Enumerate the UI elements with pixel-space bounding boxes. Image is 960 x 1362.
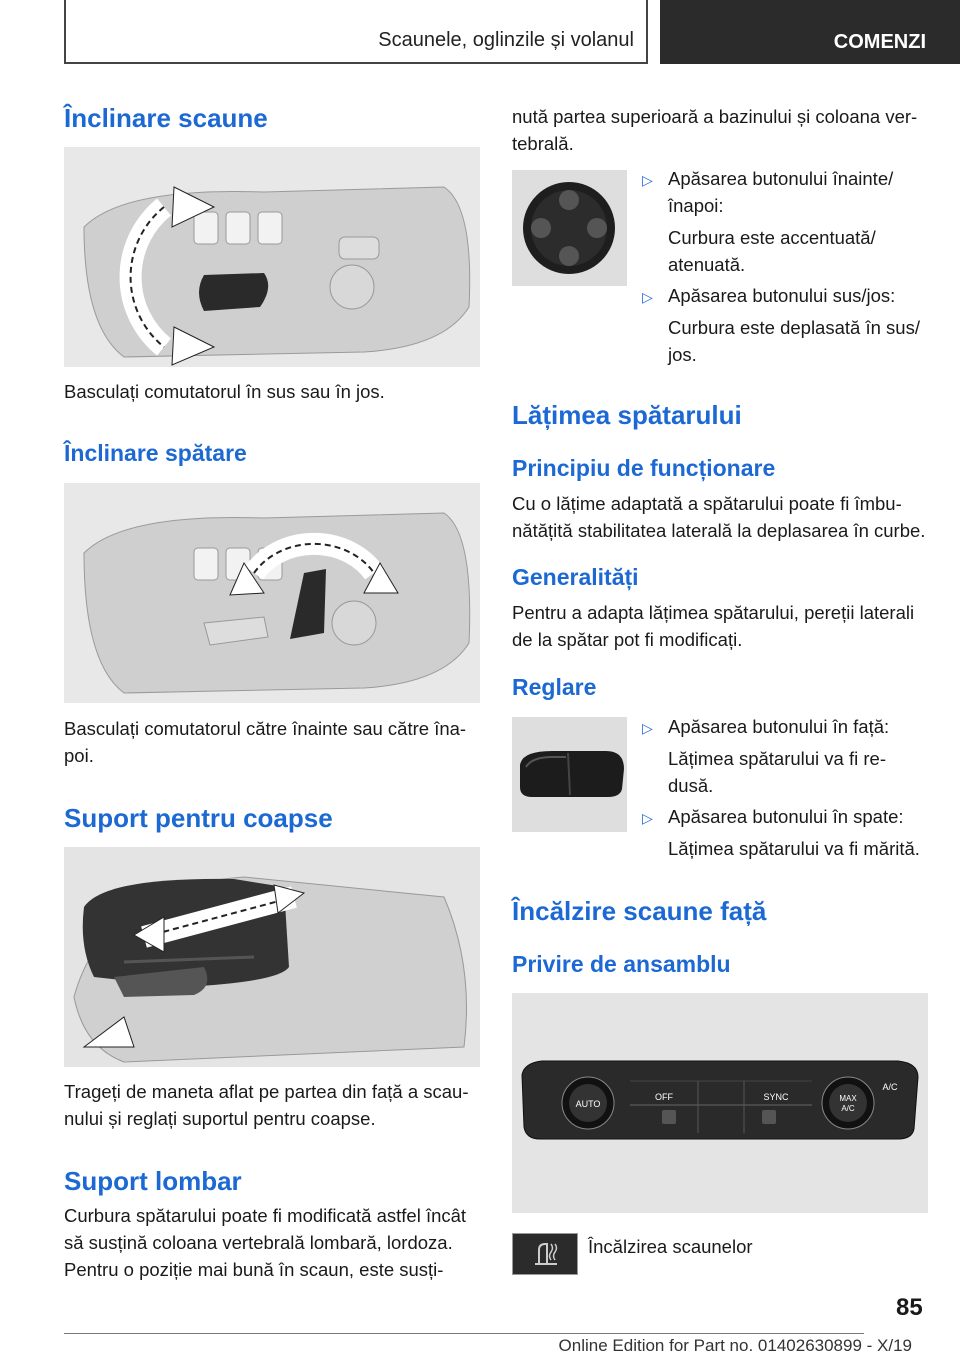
text-generalitati-2: de la spătar pot fi modificați. (512, 629, 743, 650)
list-bullet-icon: ▷ (642, 172, 653, 188)
chapter-title: Scaunele, oglinzile și volanul (378, 29, 634, 51)
reglare-item-1-line-1: Apăsarea butonului în față: (668, 716, 890, 737)
lombar-item-2-line-1: Apăsarea butonului sus/jos: (668, 285, 896, 306)
text-principiu-1: Cu o lățime adaptată a spătarului poate … (512, 493, 902, 514)
page-number: 85 (896, 1294, 923, 1321)
text-incalzirea-scaunelor: Încălzirea scaunelor (588, 1236, 753, 1257)
list-bullet-icon: ▷ (642, 289, 653, 305)
heading-suport-coapse: Suport pentru coapse (64, 803, 333, 833)
lombar-item-1-line-1: Apăsarea butonului înainte/ (668, 168, 894, 189)
text-cont-2: tebrală. (512, 133, 574, 154)
thigh-support-image (64, 847, 480, 1067)
heading-inclinare-scaune: Înclinare scaune (64, 103, 268, 133)
climate-panel-image: AUTO MAX A/C OFF SYNC A/C (512, 993, 928, 1213)
text-generalitati-1: Pentru a adapta lățimea spătarului, pere… (512, 602, 915, 623)
heading-inclinare-spatare: Înclinare spătare (64, 440, 247, 466)
heading-principiu: Principiu de funcționare (512, 455, 776, 481)
backrest-width-button-image (512, 717, 627, 832)
text-lombar-2: să susțină coloana vertebrală lombară, l… (64, 1232, 453, 1253)
heading-suport-lombar: Suport lombar (64, 1166, 242, 1196)
chapter-tab-label: COMENZI (833, 31, 926, 53)
text-lombar-3: Pentru o poziție mai bună în scaun, este… (64, 1259, 444, 1280)
reglare-item-1-desc-2: dusă. (668, 775, 714, 796)
panel-off-label: OFF (655, 1092, 673, 1102)
text-lombar-1: Curbura spătarului poate fi modificată a… (64, 1205, 467, 1226)
backrest-tilt-image (64, 483, 480, 703)
lombar-item-1-desc-1: Curbura este accentuată/ (668, 227, 876, 248)
reglare-item-1-desc-1: Lățimea spătarului va fi re- (668, 748, 886, 769)
heading-generalitati: Generalități (512, 564, 639, 590)
lombar-item-2-desc-2: jos. (668, 344, 697, 365)
heading-latimea-spatarului: Lățimea spătarului (512, 400, 742, 430)
header-frame: Scaunele, oglinzile și volanul (64, 0, 648, 64)
footer-edition: Online Edition for Part no. 01402630899 … (558, 1336, 912, 1355)
footer-divider (64, 1333, 864, 1334)
panel-max-label: MAX (839, 1094, 857, 1103)
heading-incalzire-scaune: Încălzire scaune față (512, 896, 767, 926)
text-suport-coapse-2: nului și reglați suportul pentru coapse. (64, 1108, 376, 1129)
reglare-item-2-line-1: Apăsarea butonului în spate: (668, 806, 904, 827)
lombar-item-2-desc-1: Curbura este deplasată în sus/ (668, 317, 920, 338)
chapter-tab[interactable]: COMENZI (660, 0, 960, 64)
panel-sync-label: SYNC (763, 1092, 789, 1102)
seat-heating-button-image (512, 1233, 578, 1275)
text-inclinare-spatare-2: poi. (64, 745, 94, 766)
panel-ac-label: A/C (882, 1082, 898, 1092)
text-inclinare-spatare-1: Basculați comutatorul către înainte sau … (64, 718, 467, 739)
text-cont-1: nută partea superioară a bazinului și co… (512, 106, 918, 127)
heading-reglare: Reglare (512, 674, 597, 700)
list-bullet-icon: ▷ (642, 720, 653, 736)
panel-max-ac-label: A/C (841, 1104, 855, 1113)
panel-auto-label: AUTO (576, 1099, 601, 1109)
seat-tilt-image (64, 147, 480, 367)
text-principiu-2: nătățită stabilitatea laterală la deplas… (512, 520, 926, 541)
reglare-item-2-desc-1: Lățimea spătarului va fi mărită. (668, 838, 920, 859)
text-suport-coapse-1: Trageți de maneta aflat pe partea din fa… (64, 1081, 469, 1102)
lumbar-button-image (512, 170, 627, 286)
text-inclinare-scaune: Basculați comutatorul în sus sau în jos. (64, 381, 385, 402)
heading-privire-ansamblu: Privire de ansamblu (512, 951, 731, 977)
lombar-item-1-line-2: înapoi: (668, 195, 724, 216)
lombar-item-1-desc-2: atenuată. (668, 254, 746, 275)
list-bullet-icon: ▷ (642, 810, 653, 826)
